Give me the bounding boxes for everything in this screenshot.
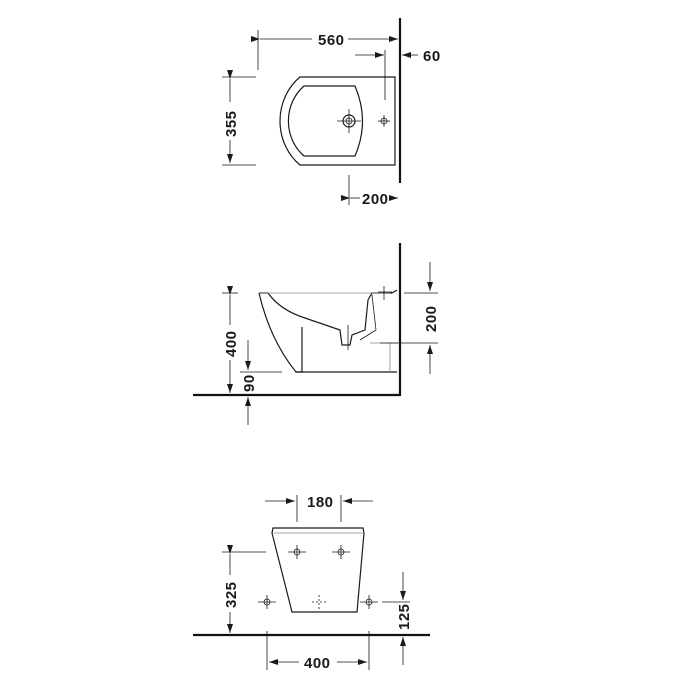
dim-wall-offset: 60 [423, 48, 441, 65]
dim-tap-from-wall: 200 [362, 191, 389, 208]
dim-fixing-height-bottom: 125 [396, 603, 413, 630]
dim-fixing-spacing-bottom: 400 [304, 655, 331, 672]
dim-width: 355 [223, 110, 240, 137]
dim-height: 400 [223, 330, 240, 357]
rear-view: 180 325 125 400 [193, 494, 430, 672]
dim-fixing-spacing-top: 180 [307, 494, 334, 511]
dim-fixing-height-top: 325 [223, 581, 240, 608]
dim-length: 560 [318, 32, 345, 49]
side-view: 400 90 200 [193, 243, 440, 425]
dim-drain-height: 200 [423, 305, 440, 332]
dim-bottom-clearance: 90 [241, 374, 258, 392]
top-view: 560 60 355 200 [222, 18, 441, 208]
